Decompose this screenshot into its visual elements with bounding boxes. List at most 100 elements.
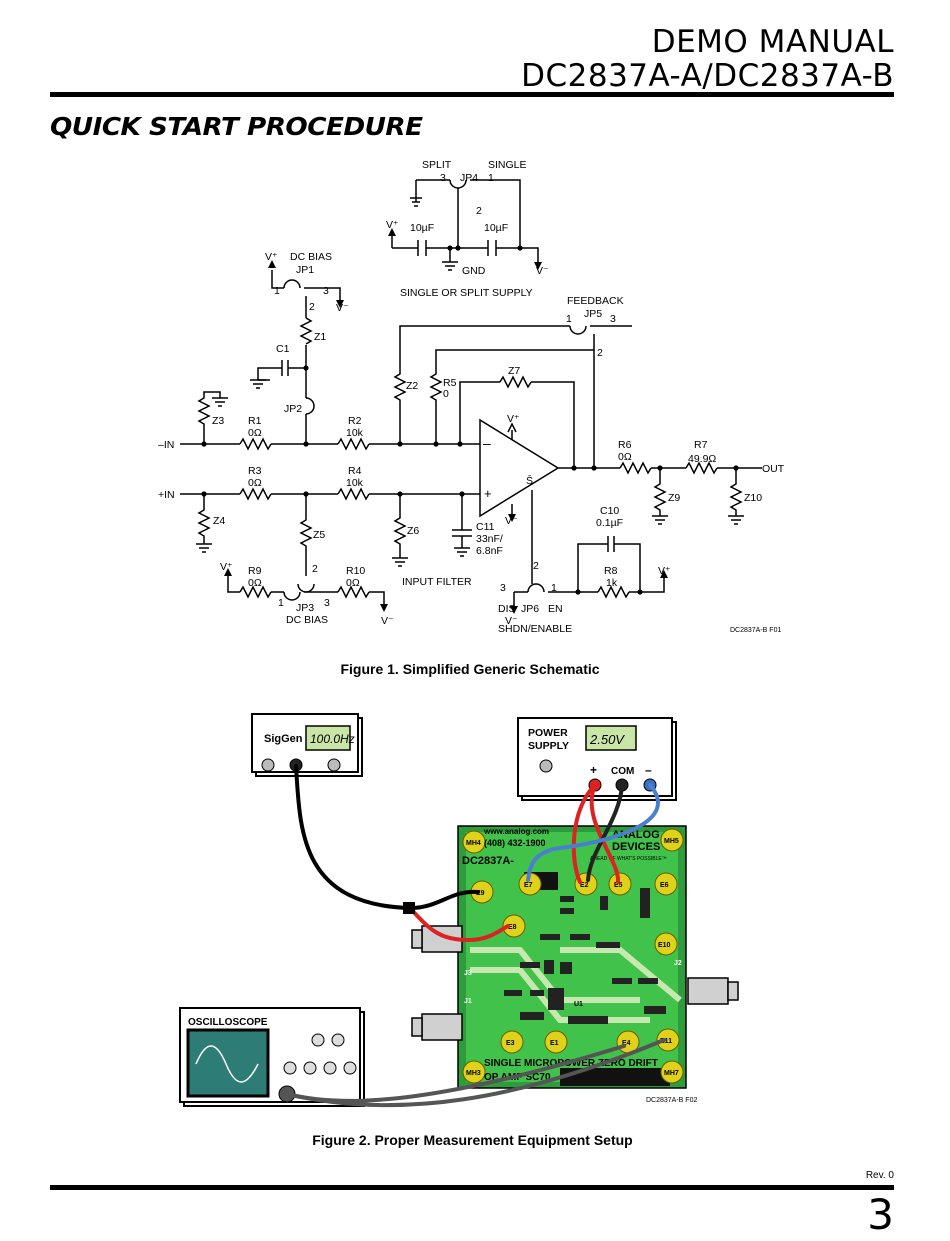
label-plus-in: +IN [158, 489, 175, 501]
label-r2v: 10k [346, 427, 364, 439]
power-supply-instrument: POWER SUPPLY 2.50V + COM – [517, 717, 677, 801]
figure2-code: DC2837A-B F02 [646, 1097, 697, 1104]
label-pin1: 1 [488, 172, 494, 184]
label-jp1: JP1 [296, 264, 314, 276]
board-mh4: MH4 [466, 840, 481, 847]
section-title: QUICK START PROCEDURE [50, 112, 423, 141]
header-rule [50, 92, 894, 97]
power-minus-label: – [645, 763, 652, 777]
label-vminus-supply: V⁻ [536, 265, 549, 277]
label-jp2: JP2 [284, 403, 302, 415]
board-j3: J3 [464, 970, 472, 977]
label-jp5: JP5 [584, 308, 602, 320]
siggen-instrument: SigGen 100.0Hz [251, 713, 363, 777]
board-tagline: AHEAD OF WHAT'S POSSIBLE™ [590, 856, 667, 862]
bnc-connectors [411, 925, 739, 1041]
label-dcbias-top: DC BIAS [290, 251, 332, 263]
board-bottom1: SINGLE MICROPOWER ZERO DRIFT [484, 1058, 658, 1069]
siggen-label: SigGen [264, 733, 303, 745]
label-vplus-jp1: V⁺ [265, 251, 278, 263]
label-jp4: JP4 [460, 172, 478, 184]
revision: Rev. 0 [865, 1170, 894, 1181]
label-z2: Z2 [406, 380, 418, 392]
label-z3: Z3 [212, 415, 224, 427]
board-brand1: ANALOG [612, 829, 660, 841]
board-e8: E8 [508, 924, 517, 931]
label-r7v: 49.9Ω [688, 453, 716, 465]
label-c1: C1 [276, 343, 290, 355]
label-cap10uf-2: 10µF [484, 222, 508, 234]
opamp-plus: + [484, 486, 492, 501]
board-e11: E11 [660, 1038, 672, 1045]
label-r2: R2 [348, 415, 362, 427]
label-r8v: 1k [606, 577, 618, 589]
label-vminus-op: V⁻ [505, 515, 518, 527]
schematic-figure: SPLIT SINGLE 3 JP4 1 2 10µF 10µF V⁺ V⁻ G… [158, 159, 785, 635]
board-mh7: MH7 [664, 1070, 679, 1077]
doc-title: DEMO MANUAL [651, 24, 894, 60]
figure2-caption: Figure 2. Proper Measurement Equipment S… [312, 1132, 633, 1148]
label-jp3-pin3: 3 [324, 597, 330, 609]
figure1-code: DC2837A-B F01 [730, 627, 781, 634]
label-vplus-r9: V⁺ [220, 561, 233, 573]
scope-label: OSCILLOSCOPE [188, 1017, 268, 1028]
power-display: 2.50V [589, 732, 625, 747]
label-jp1-pin3: 3 [323, 285, 329, 297]
board-j1: J1 [464, 998, 472, 1005]
label-pin3: 3 [440, 172, 446, 184]
board-brand2: DEVICES [612, 841, 660, 853]
label-jp6-pin3: 3 [500, 582, 506, 594]
label-r7: R7 [694, 439, 708, 451]
label-r6: R6 [618, 439, 632, 451]
board-e3: E3 [506, 1040, 515, 1047]
label-pin2: 2 [476, 205, 482, 217]
label-jp3-pin1: 1 [278, 597, 284, 609]
figure1-caption: Figure 1. Simplified Generic Schematic [340, 661, 600, 677]
power-com-label: COM [611, 766, 634, 777]
label-jp1-pin1: 1 [274, 285, 280, 297]
label-en: EN [548, 603, 563, 615]
board-bottom2: OP AMP SC70 [484, 1072, 551, 1083]
label-vplus-supply: V⁺ [386, 219, 399, 231]
label-out: OUT [762, 463, 785, 475]
label-jp3-pin2: 2 [312, 563, 318, 575]
label-cap10uf-1: 10µF [410, 222, 434, 234]
label-sbar: S̄ [526, 474, 533, 487]
opamp-minus: – [483, 435, 491, 451]
label-c11: C11 [476, 521, 495, 533]
label-r9v: 0Ω [248, 577, 262, 589]
label-jp6-pin1: 1 [551, 582, 557, 594]
footer-rule [50, 1185, 894, 1190]
label-z7: Z7 [508, 365, 520, 377]
board-e7: E7 [524, 882, 533, 889]
label-minus-in: –IN [158, 439, 174, 451]
board-e6: E6 [660, 882, 669, 889]
board-mh5: MH5 [664, 838, 679, 845]
label-c11v2: 6.8nF [476, 545, 503, 557]
label-dis: DIS [498, 603, 516, 615]
label-z4: Z4 [213, 515, 225, 527]
label-z9: Z9 [668, 492, 680, 504]
label-z6: Z6 [407, 525, 419, 537]
label-r1: R1 [248, 415, 262, 427]
board-e5: E5 [614, 882, 623, 889]
power-plus-label: + [590, 763, 597, 777]
label-vminus-jp1: V⁻ [336, 302, 349, 314]
page-number: 3 [867, 1190, 894, 1239]
label-z1: Z1 [314, 331, 326, 343]
label-jp6: JP6 [521, 603, 539, 615]
label-r5: R5 [443, 377, 457, 389]
label-r8: R8 [604, 565, 618, 577]
board-j2: J2 [674, 960, 682, 967]
label-z5: Z5 [313, 529, 325, 541]
label-shdn: SHDN/ENABLE [498, 623, 572, 635]
label-gnd: GND [462, 265, 486, 277]
label-c11v1: 33nF/ [476, 533, 503, 545]
label-r3v: 0Ω [248, 477, 262, 489]
label-split: SPLIT [422, 159, 452, 171]
label-c10v: 0.1µF [596, 517, 623, 529]
label-vplus-op: V⁺ [507, 413, 520, 425]
label-vplus-r8: V⁺ [658, 565, 671, 577]
board-u1: U1 [574, 1001, 583, 1008]
label-vminus-jp6: V⁻ [505, 615, 518, 627]
